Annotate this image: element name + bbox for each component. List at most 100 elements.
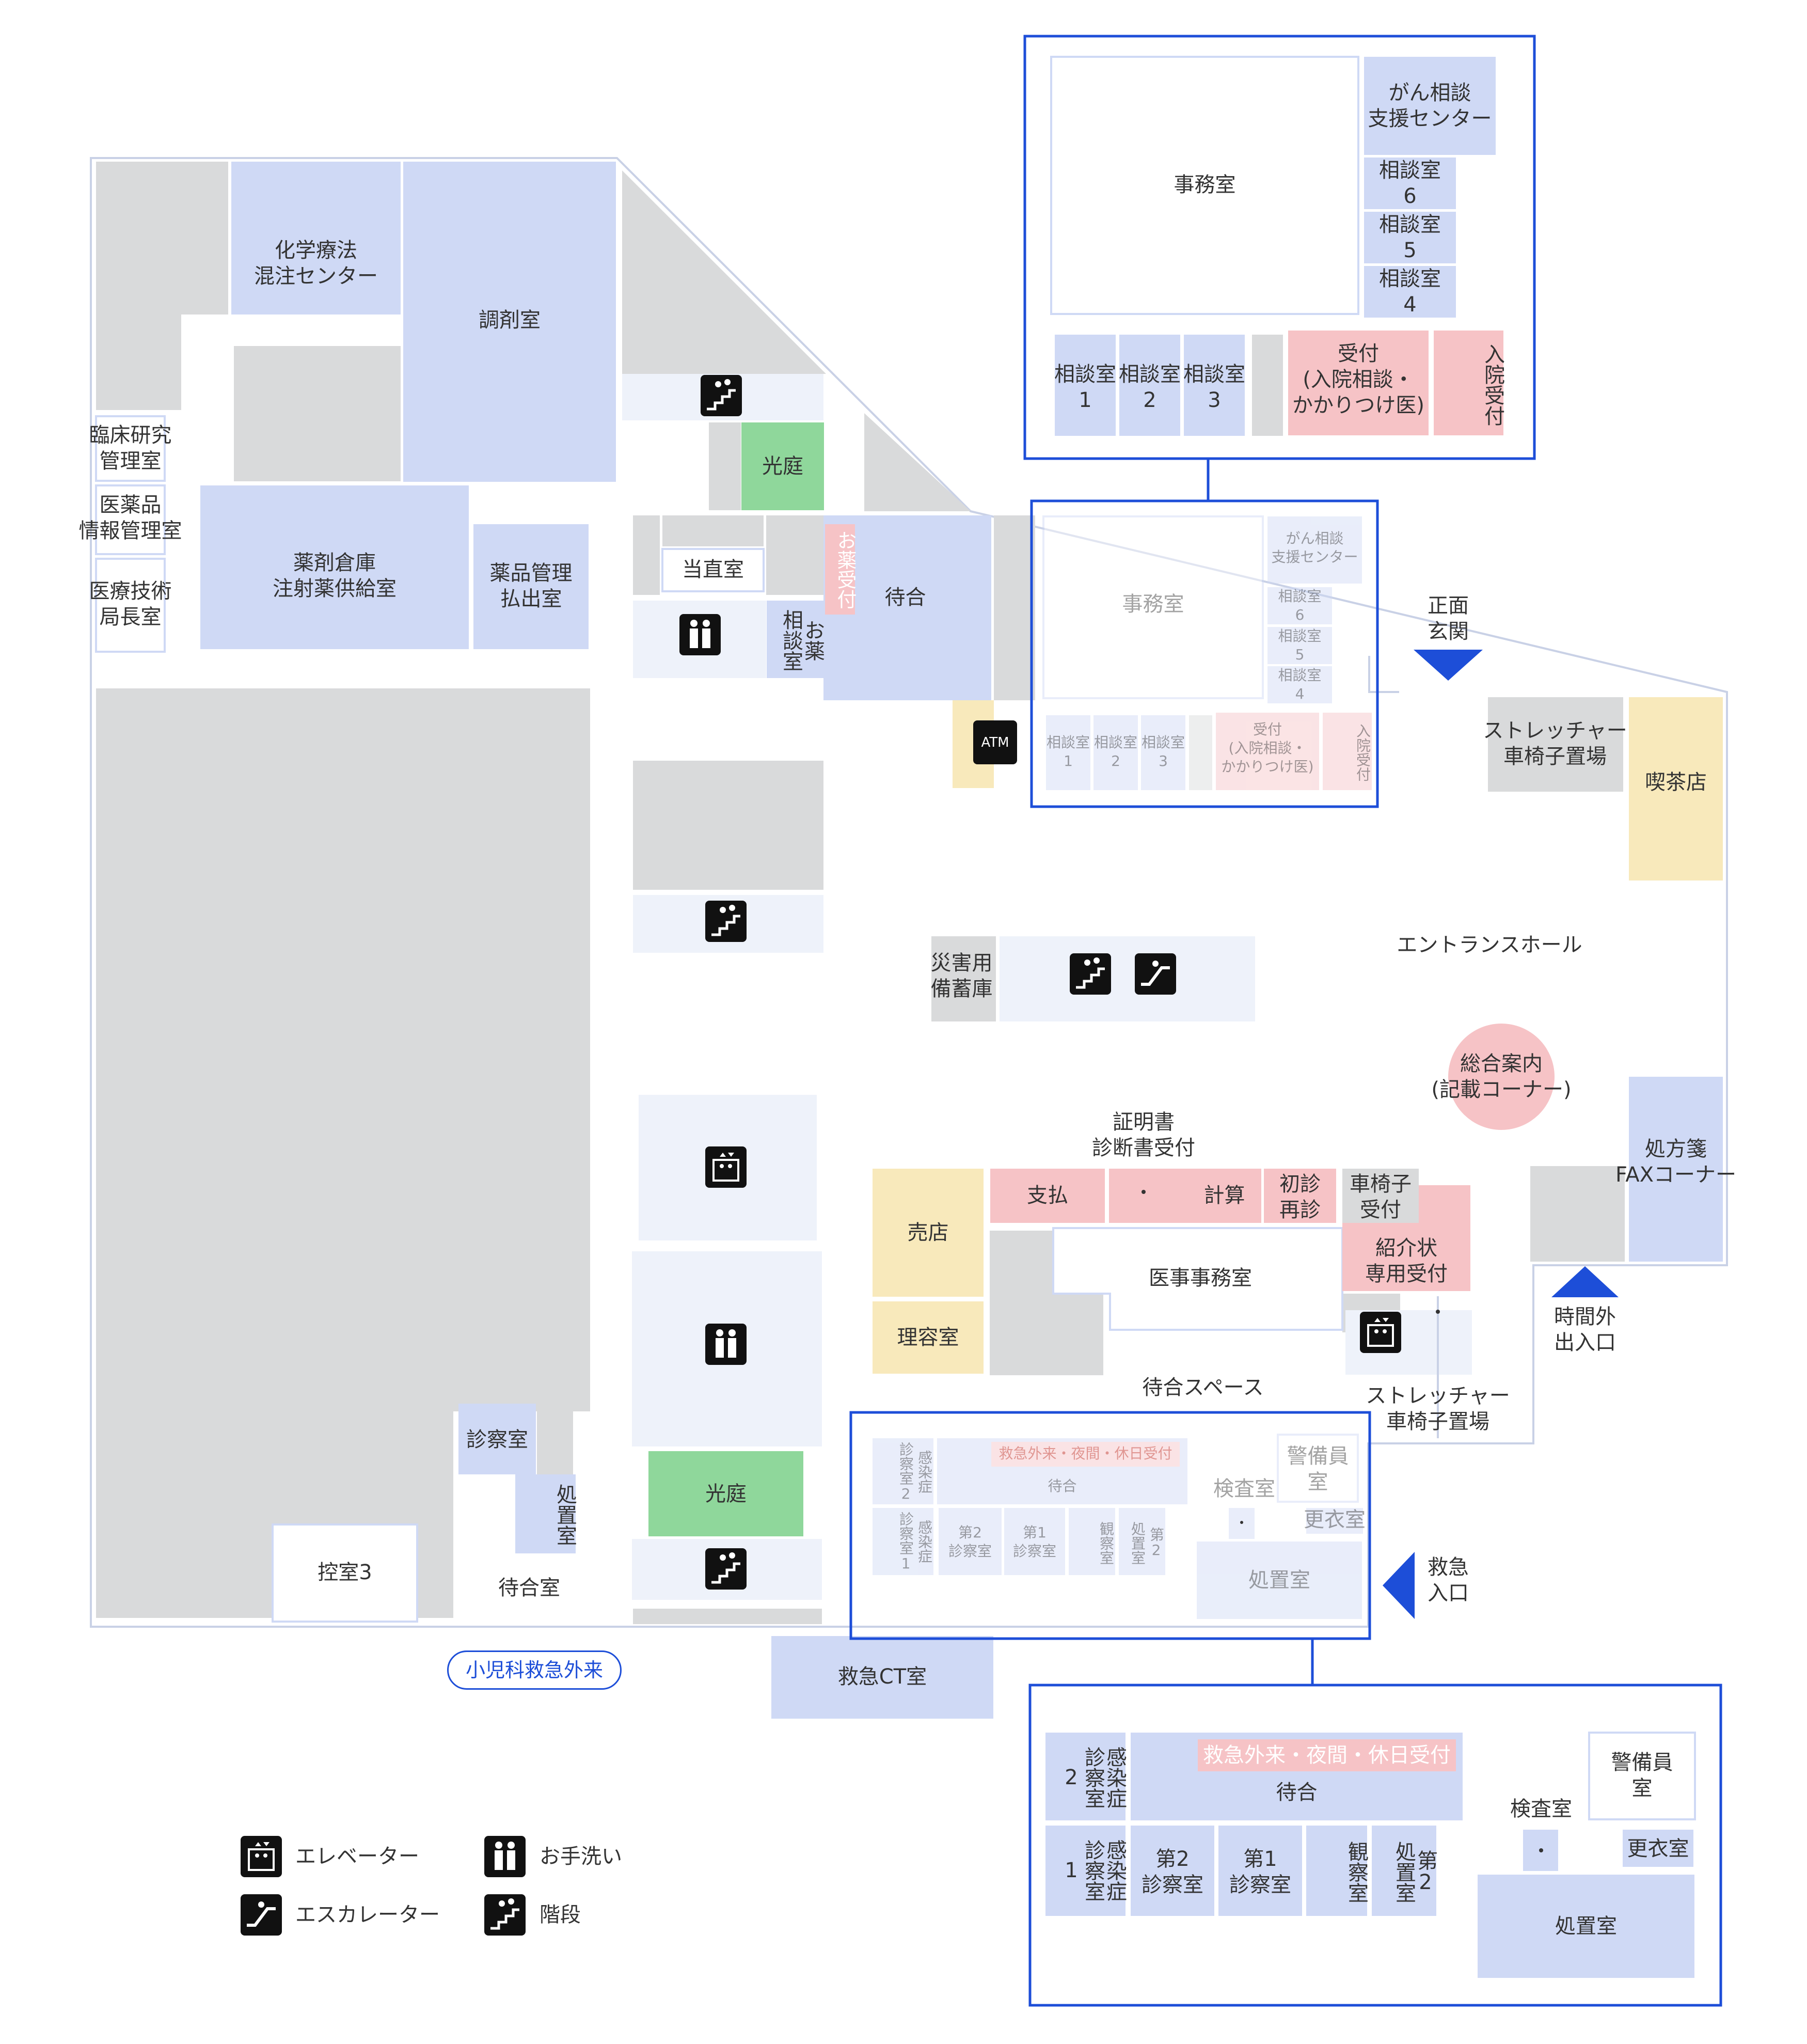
first-visit-counter: 初診 再診 [1279,1172,1321,1222]
after-hours-arrow [1551,1266,1619,1297]
mid-consult5: 相談室 5 [1278,627,1322,663]
reception-counters [825,524,1555,1291]
er-mid-changing: 更衣室 [1304,1508,1366,1532]
prescription-fax: 処方箋 FAXコーナー [1615,1137,1737,1187]
mid-reception: 受付 (入院相談・ かかりつけ医) [1221,721,1314,775]
er-reception: 救急外来・夜間・休日受付 [1203,1743,1451,1767]
er-mid-reception: 救急外来・夜間・休日受付 [998,1445,1172,1462]
er-observation: 観察室 [1344,1841,1368,1903]
atm-label: ATM [981,735,1009,750]
mid-admission: 入院受付 [1354,724,1371,781]
mid-cancer-support: がん相談 支援センター [1271,530,1358,565]
room-shop: 売店 [907,1221,949,1245]
legend-stairs-label: 階段 [540,1903,581,1927]
medicine-reception: お薬受付 [834,530,857,609]
outlined-rooms [95,415,1343,1623]
er-infection1: 感染症 診察室1 [1059,1839,1127,1901]
courtyards [648,422,824,1536]
room-disaster-storage: 災害用 備蓄庫 [930,951,993,1001]
callout-consult1: 相談室 1 [1054,363,1116,412]
er-infection2: 感染症 診察室2 [1059,1747,1127,1809]
callout-consult4: 相談室 4 [1379,267,1441,317]
mid-consult3: 相談室 3 [1141,734,1185,769]
room-med-tech: 医療技術 局長室 [89,579,172,629]
waiting-space: 待合スペース [1142,1376,1264,1400]
mid-consult2: 相談室 2 [1093,734,1137,769]
entrance-hall: エントランスホール [1397,933,1582,957]
pediatric-emergency-badge: 小児科救急外来 [447,1650,622,1690]
front-entrance: 正面 玄関 [1428,594,1469,643]
callout-consult6: 相談室 6 [1379,159,1441,208]
er-mid-infection1: 感染症 診察室1 [897,1511,933,1572]
building-outline [90,157,1728,1628]
room-cafe: 喫茶店 [1645,771,1707,794]
escalator-icon [1135,953,1176,995]
emergency-entrance: 救急 入口 [1428,1555,1469,1605]
calculation-counter: 計算 [1203,1184,1245,1207]
er-mid-security: 警備員 室 [1287,1444,1349,1494]
legend-restroom-icon [484,1836,526,1877]
callout-consult5: 相談室 5 [1379,213,1441,262]
callout-reception: 受付 (入院相談・ かかりつけ医) [1292,342,1424,417]
corridors [1368,656,1439,1438]
legend-elevator-label: エレベーター [295,1845,419,1868]
room-standby3: 控室3 [318,1561,372,1584]
room-drug-info: 医薬品 情報管理室 [78,493,182,543]
mid-consult4: 相談室 4 [1278,667,1322,702]
room-dispensing: 調剤室 [479,308,541,332]
room-barber: 理容室 [897,1326,959,1349]
front-entrance-arrow [1414,650,1483,681]
stairs-icon [701,375,742,416]
callout-cancer-support: がん相談 支援センター [1368,81,1492,131]
callout-top-rooms [1050,56,1503,436]
er-mid-treatment2: 第2 処置室 [1129,1521,1165,1565]
callout-admission: 入院受付 [1481,343,1504,426]
blue-rooms [200,162,1723,1719]
er-mid-observation: 観察室 [1098,1521,1115,1565]
referral-reception: 紹介状 専用受付 [1365,1236,1448,1286]
room-medicine-consult: お薬 相談室 [779,609,825,671]
room-chemo: 化学療法 混注センター [254,239,378,288]
callout-mid-rooms [1042,515,1372,790]
legend-elevator-icon [241,1836,282,1877]
mid-consult1: 相談室 1 [1046,734,1090,769]
stairs-icon [705,1548,747,1590]
medical-affairs-office: 医事事務室 [1149,1266,1252,1290]
room-clinical-research: 臨床研究 管理室 [89,423,172,473]
yellow-areas [873,697,1723,1374]
room-treatment-left: 処置室 [553,1483,577,1546]
callout-consult2: 相談室 2 [1119,363,1181,412]
er-mid-exam1: 第1 診察室 [1012,1524,1056,1560]
legend-restroom-label: お手洗い [540,1845,622,1868]
atm-box [973,720,1017,764]
er-exam2: 第2 診察室 [1142,1847,1203,1897]
er-treatment: 処置室 [1555,1914,1617,1938]
er-changing: 更衣室 [1627,1837,1689,1861]
legend-escalator-label: エスカレーター [295,1903,440,1927]
gray-areas [96,162,1625,1624]
mid-office: 事務室 [1122,592,1184,616]
callout-er-mid-rooms [873,1434,1363,1619]
legend-escalator-icon [241,1894,282,1936]
er-mid-waiting: 待合 [1048,1477,1077,1495]
callout-consult3: 相談室 3 [1183,363,1245,412]
elevator-icon [1360,1312,1401,1353]
mid-consult6: 相談室 6 [1278,588,1322,623]
stairs-icon [705,901,747,942]
room-drug-storage: 薬剤倉庫 注射薬供給室 [273,551,397,601]
waiting-top: 待合 [884,586,926,609]
room-drug-mgmt: 薬品管理 払出室 [489,561,573,611]
elevator-icon [705,1146,747,1188]
er-mid-exam2: 第2 診察室 [948,1524,992,1560]
er-mid-lab: 検査室 [1213,1477,1275,1501]
er-treatment2: 第2 処置室 [1392,1841,1437,1903]
restroom-icon [705,1324,747,1365]
callout-frames [849,35,1722,2007]
certificates-reception: 証明書 診断書受付 [1092,1110,1195,1160]
callout-office: 事務室 [1174,173,1236,197]
er-mid-treatment: 処置室 [1248,1568,1310,1592]
legend-stairs-icon [484,1894,526,1936]
room-courtyard-top: 光庭 [762,454,803,478]
er-security: 警備員 室 [1611,1751,1673,1800]
